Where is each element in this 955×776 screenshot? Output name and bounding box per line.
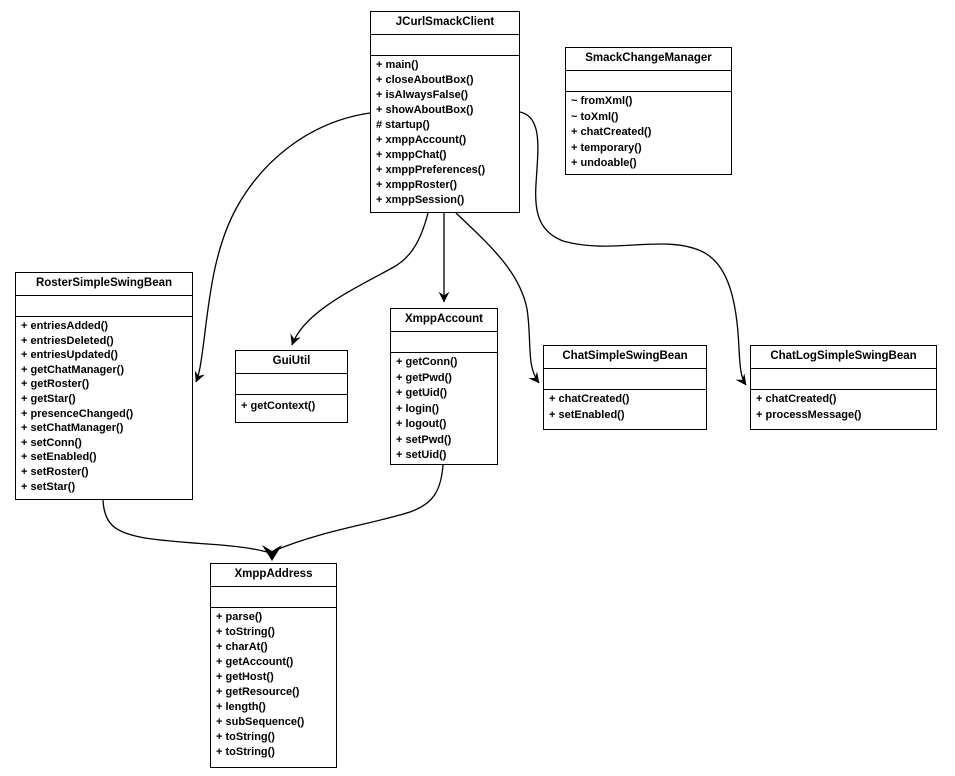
class-attributes-empty <box>544 369 706 390</box>
class-xmppaddress: XmppAddress + parse() + toString() + cha… <box>210 563 337 768</box>
class-attributes-empty <box>566 71 731 92</box>
method: + xmppPreferences() <box>376 164 486 176</box>
class-title: ChatSimpleSwingBean <box>544 346 706 369</box>
method: + main() <box>376 59 419 71</box>
method: + getRoster() <box>21 378 90 391</box>
edge-rostersimpleswingbean-to-xmppaddress <box>102 499 268 553</box>
method: ~ toXml() <box>571 110 619 123</box>
method: + login() <box>396 402 440 415</box>
method: + temporary() <box>571 141 642 154</box>
class-methods: ~ fromXml() ~ toXml() + chatCreated() + … <box>566 92 731 174</box>
method: + toString() <box>216 746 275 758</box>
class-attributes-empty <box>391 332 497 353</box>
method: + xmppChat() <box>376 149 447 161</box>
method: + getChatManager() <box>21 363 124 376</box>
method: + toString() <box>216 626 275 638</box>
class-xmppaccount: XmppAccount + getConn() + getPwd() + get… <box>390 308 498 465</box>
class-title: GuiUtil <box>236 351 347 374</box>
class-methods: + main() + closeAboutBox() + isAlwaysFal… <box>371 56 519 212</box>
class-methods: + chatCreated() + processMessage() <box>751 390 936 429</box>
method: + processMessage() <box>756 408 862 421</box>
class-attributes-empty <box>751 369 936 390</box>
method: + undoable() <box>571 157 637 169</box>
method: + getConn() <box>396 356 458 368</box>
class-methods: + parse() + toString() + charAt() + getA… <box>211 608 336 767</box>
class-jcurlsmackclient: JCurlSmackClient + main() + closeAboutBo… <box>370 11 520 213</box>
method: + entriesDeleted() <box>21 334 114 347</box>
method: + isAlwaysFalse() <box>376 89 469 101</box>
method: + subSequence() <box>216 716 305 728</box>
class-methods: + chatCreated() + setEnabled() <box>544 390 706 429</box>
class-title: XmppAddress <box>211 564 336 587</box>
method: + setUid() <box>396 449 447 461</box>
class-attributes-empty <box>211 587 336 608</box>
method: + chatCreated() <box>756 393 837 405</box>
class-attributes-empty <box>236 374 347 395</box>
method: + setStar() <box>21 480 76 493</box>
method: + getAccount() <box>216 656 294 668</box>
method: + charAt() <box>216 641 268 653</box>
method: + setEnabled() <box>549 408 625 421</box>
class-attributes-empty <box>16 296 192 317</box>
method: + xmppRoster() <box>376 179 457 191</box>
method: + presenceChanged() <box>21 407 134 420</box>
method: + getStar() <box>21 392 76 405</box>
method: + showAboutBox() <box>376 104 474 116</box>
method: + entriesAdded() <box>21 320 109 332</box>
class-title: ChatLogSimpleSwingBean <box>751 346 936 369</box>
method: + chatCreated() <box>549 393 630 405</box>
method: + getResource() <box>216 686 300 698</box>
method: + closeAboutBox() <box>376 74 474 86</box>
method: + setChatManager() <box>21 422 124 435</box>
method: + getUid() <box>396 387 448 399</box>
method: + length() <box>216 701 266 713</box>
edge-xmppaccount-to-xmppaddress <box>275 464 444 551</box>
method: + setRoster() <box>21 465 89 478</box>
method: + toString() <box>216 731 275 743</box>
method: + setPwd() <box>396 433 452 446</box>
method: ~ fromXml() <box>571 95 633 107</box>
class-methods: + getConn() + getPwd() + getUid() + logi… <box>391 353 497 464</box>
method: + logout() <box>396 418 447 430</box>
class-methods: + entriesAdded() + entriesDeleted() + en… <box>16 317 192 499</box>
method: + xmppSession() <box>376 194 465 206</box>
class-smackchangemanager: SmackChangeManager ~ fromXml() ~ toXml()… <box>565 47 732 175</box>
method: + setConn() <box>21 436 82 449</box>
class-methods: + getContext() <box>236 395 347 422</box>
method: + getHost() <box>216 671 274 683</box>
method: + getContext() <box>241 400 316 412</box>
method: + setEnabled() <box>21 451 97 464</box>
class-chatsimpleswingbean: ChatSimpleSwingBean + chatCreated() + se… <box>543 345 707 430</box>
method: + getPwd() <box>396 371 452 384</box>
edge-jcurlsmackclient-to-rostersimpleswingbean <box>194 112 371 383</box>
class-title: RosterSimpleSwingBean <box>16 273 192 296</box>
class-attributes-empty <box>371 35 519 56</box>
class-title: JCurlSmackClient <box>371 12 519 35</box>
class-guiutil: GuiUtil + getContext() <box>235 350 348 423</box>
class-title: XmppAccount <box>391 309 497 332</box>
method: + entriesUpdated() <box>21 349 118 362</box>
class-rostersimpleswingbean: RosterSimpleSwingBean + entriesAdded() +… <box>15 272 193 500</box>
class-title: SmackChangeManager <box>566 48 731 71</box>
merged-arrowhead-xmppaddress <box>262 545 282 561</box>
method: + chatCreated() <box>571 126 652 138</box>
method: # startup() <box>376 119 430 131</box>
class-chatlogsimpleswingbean: ChatLogSimpleSwingBean + chatCreated() +… <box>750 345 937 430</box>
method: + xmppAccount() <box>376 134 467 146</box>
method: + parse() <box>216 611 263 623</box>
